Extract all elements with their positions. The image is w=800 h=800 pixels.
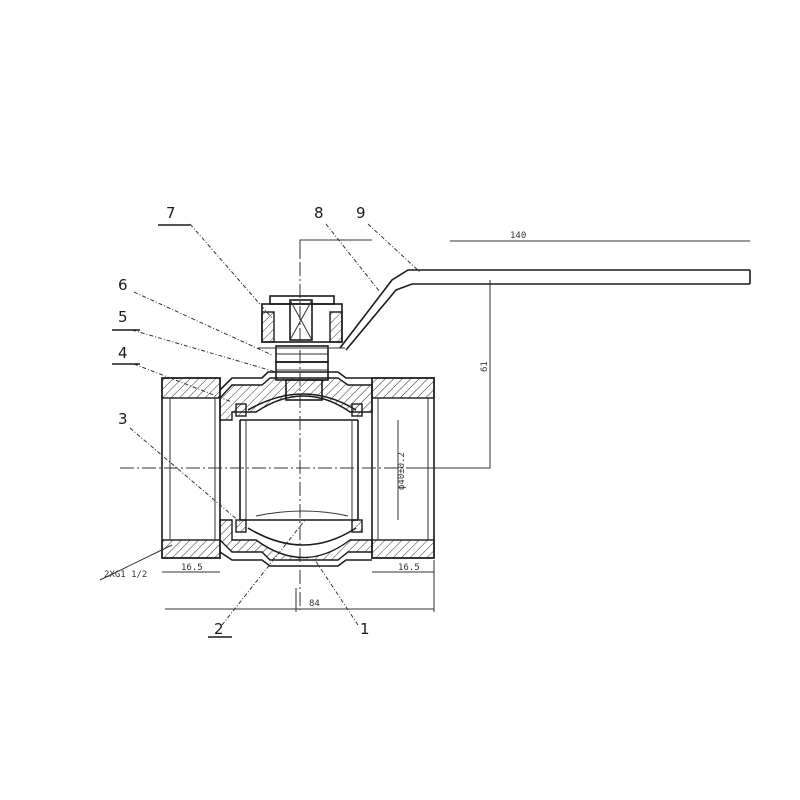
seat-bottom-left	[235, 519, 247, 533]
stem-cross-b	[289, 299, 313, 341]
leader-4	[133, 363, 233, 403]
right-end-wall-top	[371, 377, 435, 399]
part-label-9: 9	[356, 204, 366, 222]
dim-61-line	[420, 280, 491, 469]
dim-61-text: 61	[480, 361, 490, 372]
seats	[235, 403, 363, 533]
leader-6	[133, 291, 273, 356]
dim-84-text: 84	[309, 599, 320, 609]
body-bottom-wall	[219, 519, 373, 561]
left-end-wall-top	[161, 377, 221, 399]
stem-assembly	[261, 295, 343, 401]
part-label-4: 4	[118, 344, 128, 362]
leader-9	[367, 223, 421, 273]
dim-16-5-left-text: 16.5	[181, 563, 203, 573]
handle-bottom-edge	[345, 283, 750, 351]
part-label-2: 2	[214, 620, 224, 638]
part-label-6: 6	[118, 276, 128, 294]
dim-140-text: 140	[510, 231, 526, 241]
leader-3	[129, 427, 241, 523]
part-label-8: 8	[314, 204, 324, 222]
valve-body	[161, 371, 435, 567]
dim-16-5-right-text: 16.5	[398, 563, 420, 573]
right-end-wall-bottom	[371, 539, 435, 559]
dim-bore-text: ϕ40±0.2	[397, 452, 407, 490]
part-label-3: 3	[118, 410, 128, 428]
leader-lines	[129, 223, 421, 626]
dim-thread-text: 2XG1 1/2	[104, 570, 147, 580]
ball-bottom-arc	[247, 527, 357, 546]
ball	[247, 393, 357, 546]
dim-thread-leader	[99, 544, 173, 581]
stem-top	[289, 299, 313, 341]
part-label-5: 5	[118, 308, 128, 326]
dimension-lines: 140 61 ϕ40±0.2 16.5 16.5 2XG1 1/2 84	[99, 231, 750, 612]
ball-top-arc	[247, 393, 357, 411]
handle-top-edge	[339, 269, 750, 349]
part-number-labels: 7 8 9 6 5 4 3 2 1	[112, 204, 370, 638]
body-top-edge	[219, 371, 372, 391]
body-bottom-edge	[219, 551, 372, 567]
body-top-wall	[219, 377, 373, 421]
leader-7	[189, 223, 273, 319]
nut-top	[269, 295, 335, 305]
seat-bottom-right	[351, 519, 363, 533]
ball-inner-arc	[255, 510, 349, 517]
left-end-wall-bottom	[161, 539, 221, 559]
nut-right	[329, 311, 343, 343]
leader-5	[131, 329, 277, 373]
part-label-1: 1	[360, 620, 370, 638]
part-label-7: 7	[166, 204, 176, 222]
handle-ref-line	[299, 239, 372, 258]
handle	[258, 269, 751, 351]
leader-1	[314, 559, 359, 626]
leader-2	[221, 519, 306, 626]
leader-8	[325, 223, 381, 293]
seat-top-left	[235, 403, 247, 417]
seat-top-right	[351, 403, 363, 417]
nut-left	[261, 311, 275, 343]
